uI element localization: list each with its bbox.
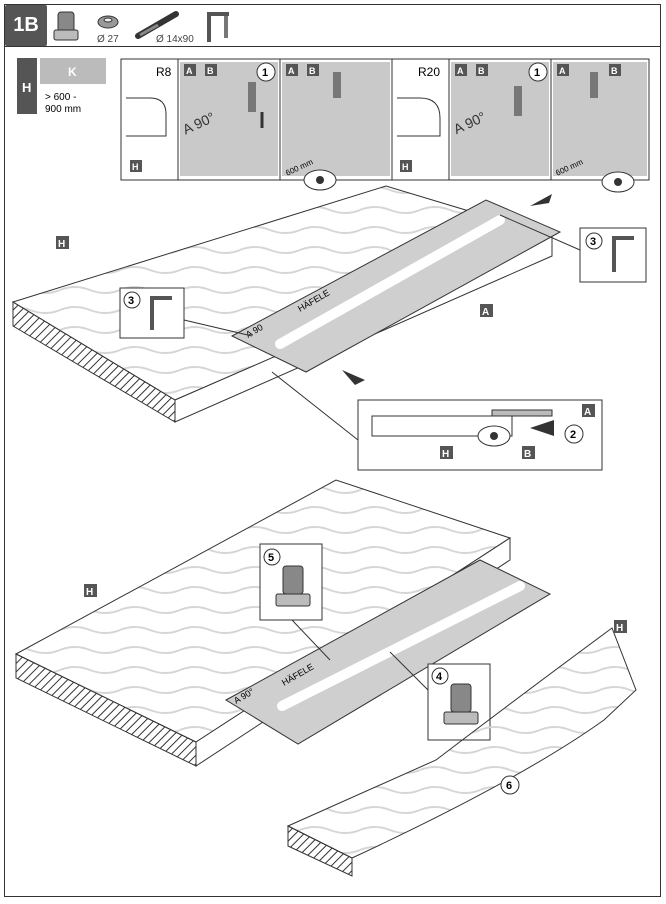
header-bar: [4, 4, 661, 47]
spec-range-1: > 600 -: [45, 92, 76, 103]
detail-b-tag-4: B: [611, 66, 618, 76]
clamp-icon: [207, 12, 229, 42]
arrow-upper-left: [342, 370, 365, 385]
detail-h-tag-2: H: [402, 162, 409, 172]
offcut-piece: [286, 627, 637, 877]
spec-box: H K > 600 - 900 mm: [17, 58, 106, 115]
clamp-callout-right: 3: [499, 214, 647, 283]
step-number: 1B: [5, 5, 47, 46]
arrow-upper-right: [530, 194, 552, 206]
detail-h-tag-1: H: [132, 162, 139, 172]
router-step-5: 5: [268, 552, 274, 564]
side-b-tag: B: [524, 449, 531, 460]
radius-r8: R8: [156, 65, 172, 79]
side-h-tag: H: [442, 449, 449, 460]
step-1-a: 1: [262, 67, 268, 79]
side-a-tag: A: [584, 407, 591, 418]
step-1-b: 1: [534, 67, 540, 79]
offcut-h-tag: H: [616, 623, 623, 634]
side-step-2: 2: [570, 429, 576, 441]
bit-label: Ø 14x90: [156, 34, 194, 45]
radius-r20: R20: [418, 65, 440, 79]
detail-b-tag-1: B: [207, 66, 214, 76]
router-step-4: 4: [436, 671, 443, 683]
upper-h-tag: H: [58, 239, 65, 250]
detail-b-tag-3: B: [478, 66, 485, 76]
bushing-label: Ø 27: [97, 34, 119, 45]
clamp-step-left: 3: [128, 295, 134, 307]
lower-h-tag: H: [86, 587, 93, 598]
detail-a-tag-2: A: [288, 66, 295, 76]
clamp-step-right: 3: [590, 236, 596, 248]
detail-a-tag-4: A: [559, 66, 566, 76]
upper-a-tag: A: [482, 307, 489, 318]
clamp-callout-left: 3: [119, 287, 253, 339]
offcut-step-6: 6: [506, 780, 512, 792]
detail-a-tag-1: A: [186, 66, 193, 76]
router-bit-icon: [135, 11, 179, 39]
side-detail: A H B 2: [271, 371, 603, 471]
detail-b-tag-2: B: [309, 66, 316, 76]
spec-k-tag: K: [68, 65, 77, 79]
bushing-icon: [97, 15, 119, 29]
lower-template: A 90° HÄFELE: [225, 559, 552, 745]
spec-range-2: 900 mm: [45, 104, 81, 115]
detail-strip: R8 H A B 1 A 90° A B 600 mm R20 H A B: [120, 58, 650, 193]
upper-template: A 90 HÄFELE: [230, 199, 562, 373]
router-icon: [53, 11, 79, 41]
detail-a-tag-3: A: [457, 66, 464, 76]
router-callout-5: 5: [259, 543, 331, 661]
spec-h-tag: H: [22, 80, 31, 95]
